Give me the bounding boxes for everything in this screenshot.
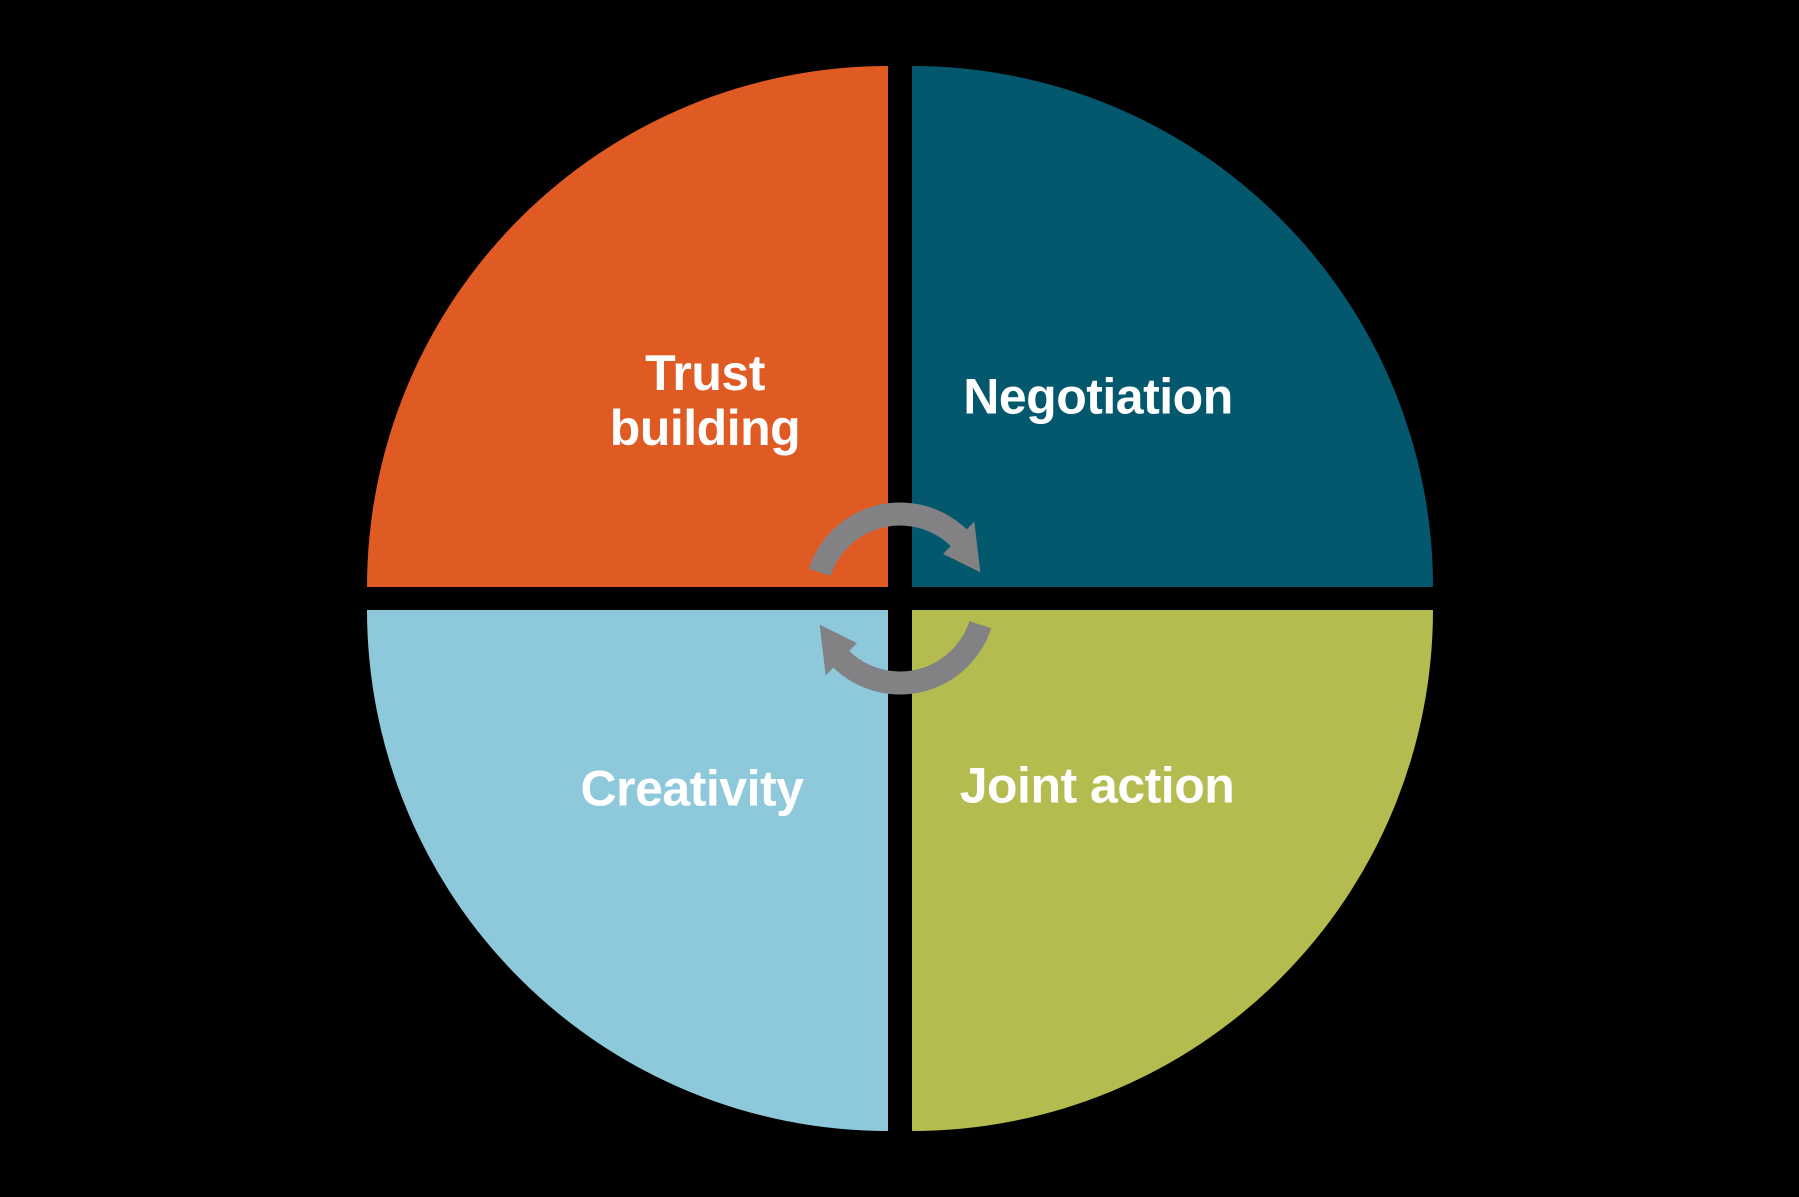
quadrant-trust-building [367, 66, 888, 587]
quadrant-label-trust-building: Trust building [609, 345, 801, 456]
quadrant-label-negotiation: Negotiation [963, 368, 1233, 425]
quadrant-label-joint-action: Joint action [959, 757, 1235, 814]
cycle-arrow-bottom-icon [819, 621, 992, 695]
quadrant-creativity [367, 610, 888, 1131]
quadrant-joint-action [912, 610, 1433, 1131]
quadrant-negotiation [912, 66, 1433, 587]
cycle-arrow-top-icon [808, 502, 981, 576]
quadrant-label-creativity: Creativity [580, 760, 804, 817]
